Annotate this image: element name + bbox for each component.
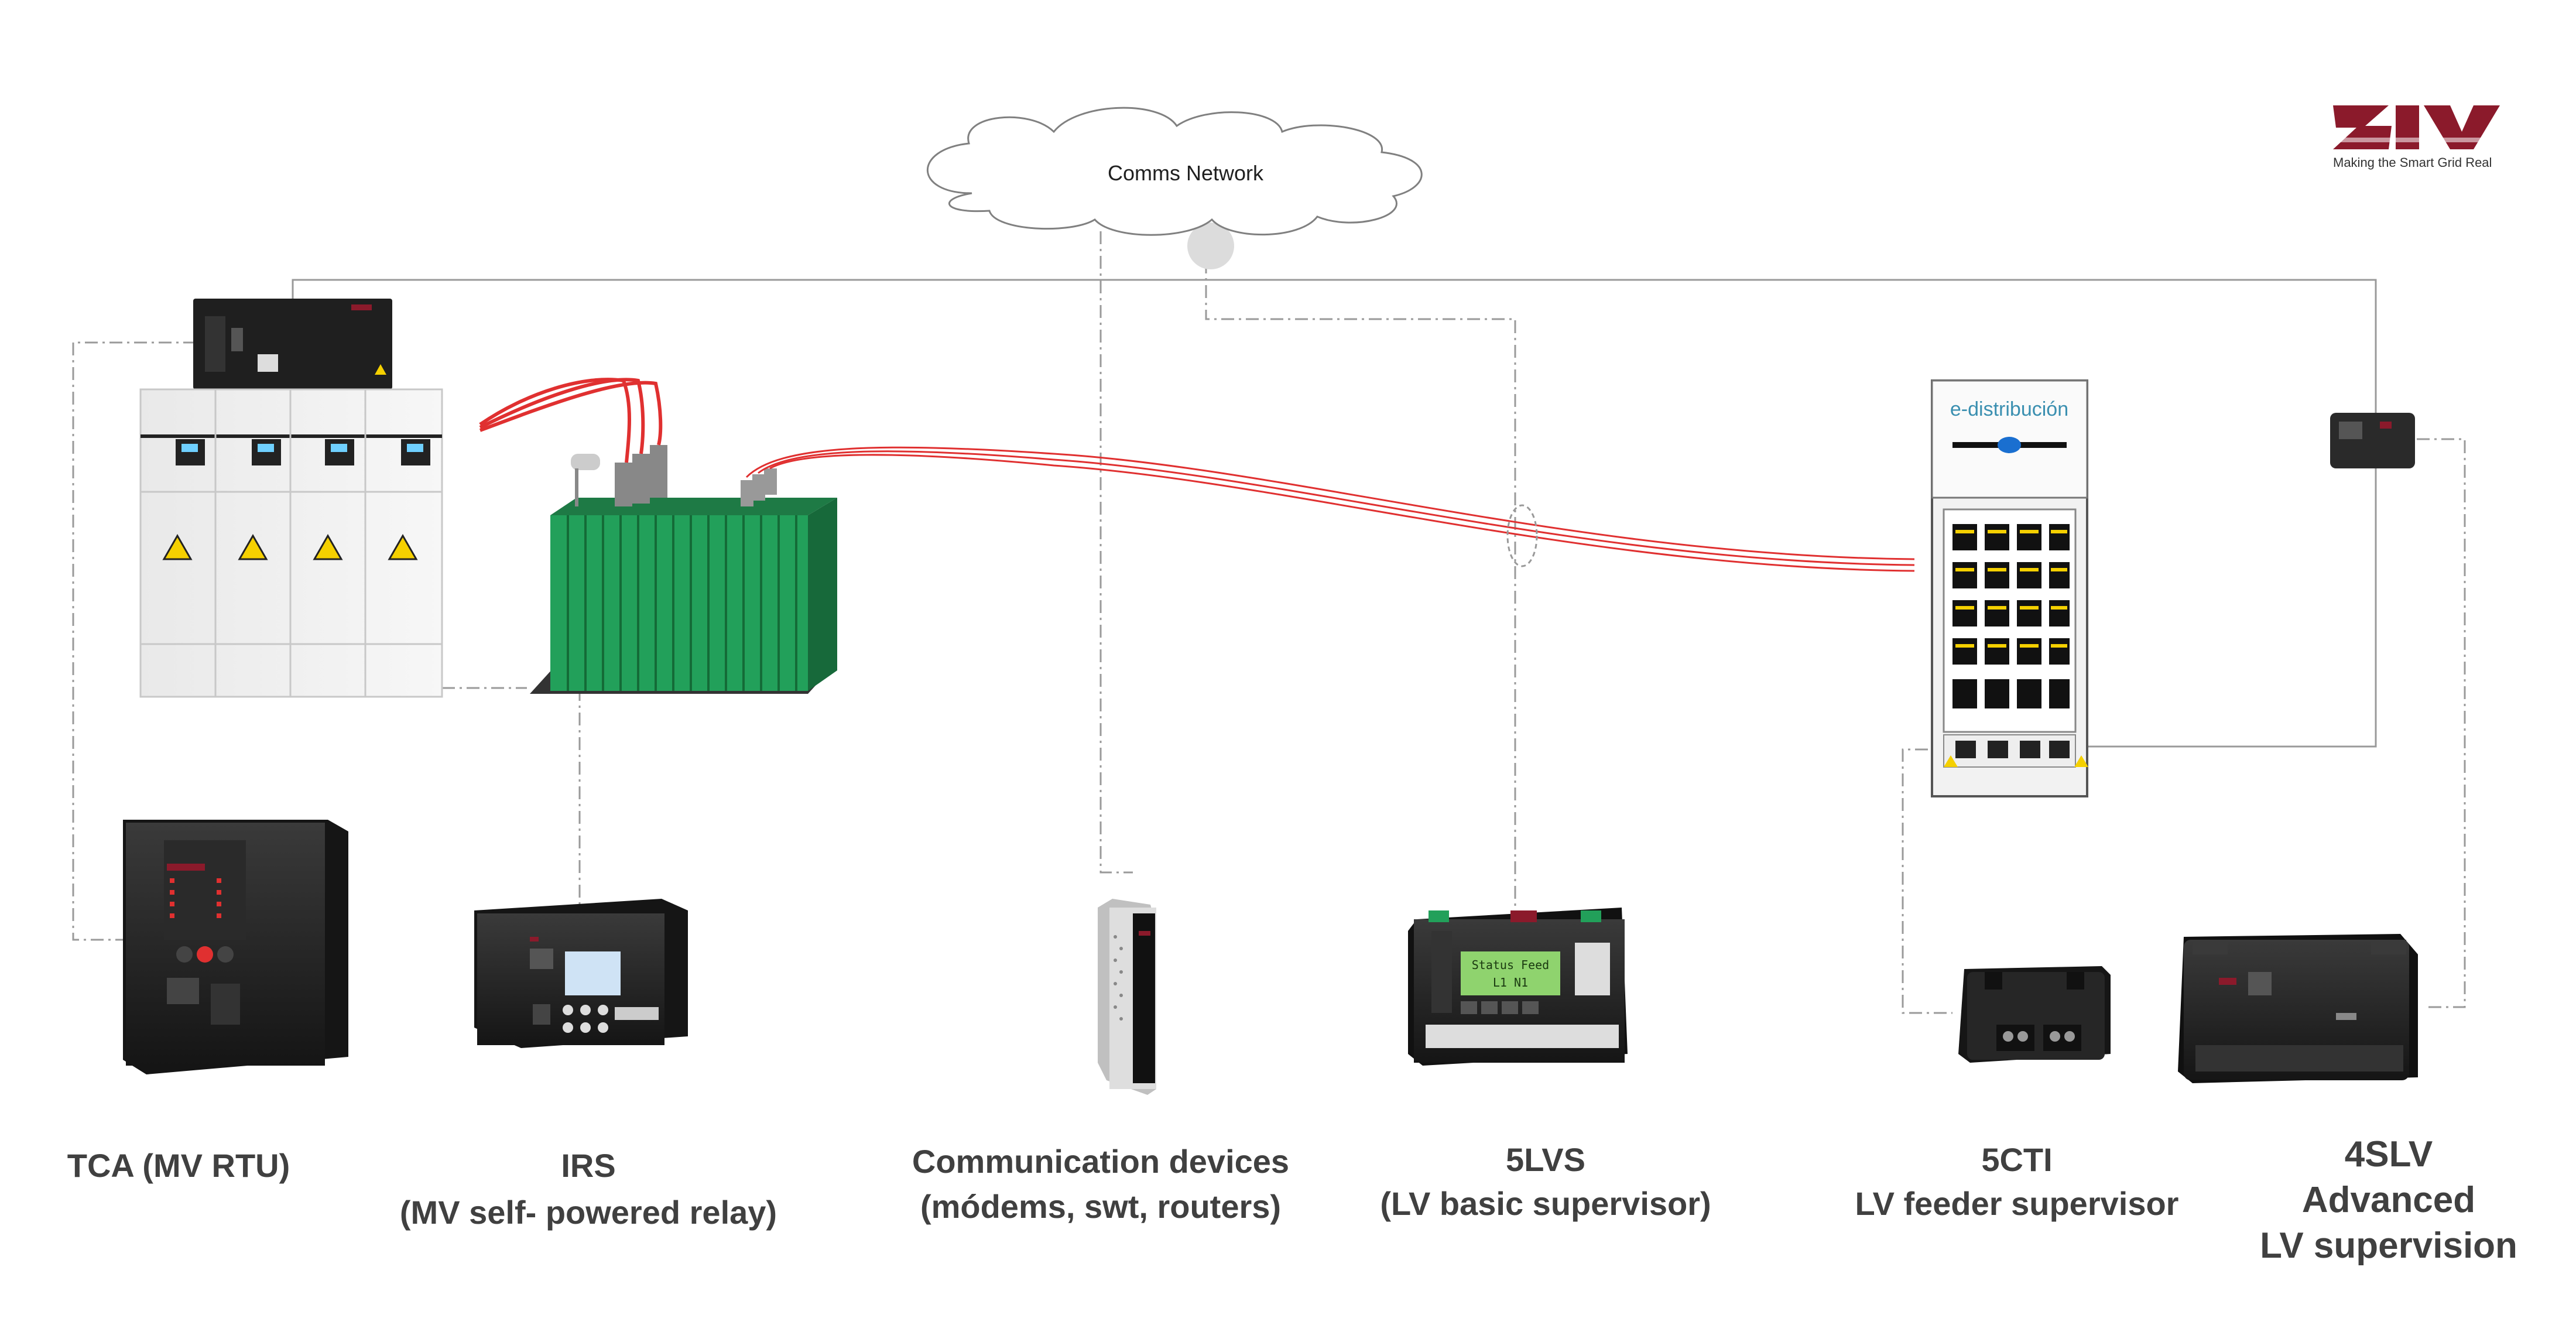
transformer-body [550,515,808,691]
lv-cables [745,446,1915,572]
main-bus-line [292,279,2377,748]
tca-device-image [123,820,348,1074]
label-comms-line1: Communication devices [912,1143,1289,1180]
label-comms-line2: (módems, swt, routers) [920,1188,1281,1225]
comms-device-link [1099,231,1133,874]
mv-switchgear [139,299,443,698]
cti-link [1902,748,1952,1014]
mv-cables [479,378,663,463]
label-slv-line3: LV supervision [2260,1225,2517,1266]
hazard-warning-icons [162,533,418,560]
label-lvs-line1: 5LVS [1506,1141,1585,1178]
slv-device-image [2178,934,2418,1083]
slv-link [2417,438,2466,1008]
device-labels: TCA (MV RTU) IRS (MV self- powered relay… [67,1134,2517,1266]
network-junction-node [1187,222,1234,269]
label-cti-line2: LV feeder supervisor [1855,1185,2179,1222]
label-slv-line2: Advanced [2302,1180,2475,1220]
mv-bushings [615,445,667,506]
lvs-screen-line1: Status Feed [1472,958,1549,972]
cable-measurement-ring [1506,504,1538,567]
logo-tagline: Making the Smart Grid Real [2333,155,2492,170]
cabinet-brand-label: e-distribución [1950,398,2068,420]
label-irs-line2: (MV self- powered relay) [400,1194,777,1231]
slv-field-unit [2330,413,2415,468]
fuse-grid [1952,524,2070,708]
ziv-logo: Making the Smart Grid Real [2333,105,2500,170]
label-tca: TCA (MV RTU) [67,1147,290,1184]
lvs-lcd-screen [1461,951,1560,995]
lv-distribution-cabinet: e-distribución [1931,379,2088,797]
comms-network-label: Comms Network [1108,161,1264,185]
mv-lv-transformer [530,445,837,694]
lvs-device-image: Status Feed L1 N1 [1408,908,1628,1066]
dashed-links [72,231,2466,1014]
connection-lines [72,231,2466,1014]
lvs-screen-line2: L1 N1 [1493,975,1528,990]
label-slv-line1: 4SLV [2345,1134,2433,1175]
lv-bushings [741,468,777,506]
lvs-link [1205,261,1516,913]
comms-network-cloud: Comms Network [927,107,1423,236]
tca-rack-unit [193,299,392,389]
irs-device-image [474,899,688,1048]
cti-device-image [1958,966,2111,1063]
label-lvs-line2: (LV basic supervisor) [1380,1185,1711,1222]
comms-device-image [1098,899,1156,1095]
label-irs-line1: IRS [561,1147,615,1184]
tca-link [72,341,196,941]
label-cti-line1: 5CTI [1981,1141,2052,1178]
